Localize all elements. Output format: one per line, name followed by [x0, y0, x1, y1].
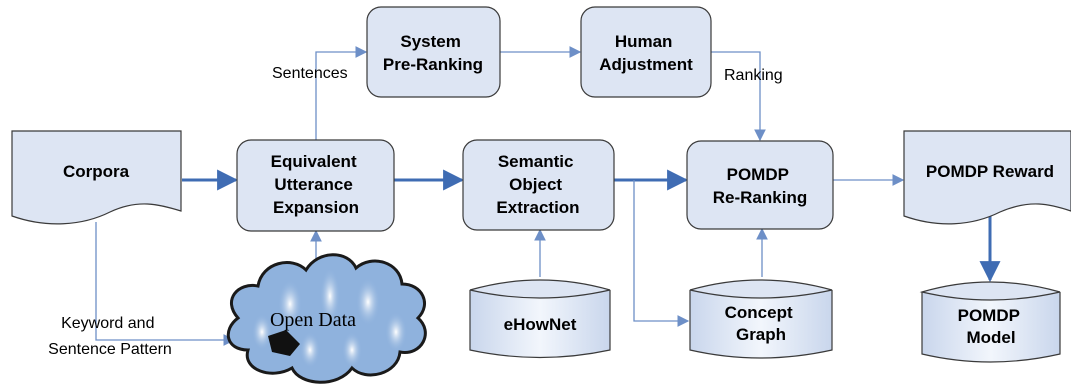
label-ranking: Ranking: [724, 67, 783, 84]
pomdp-reranking-box: POMDP Re-Ranking: [686, 140, 834, 230]
human-adjustment-label: Human Adjustment: [599, 32, 693, 74]
equivalent-utterance-expansion-box: Equivalent Utterance Expansion: [236, 139, 395, 232]
pomdp-model-database: POMDP Model: [919, 281, 1061, 363]
ehownet-database: eHowNet: [469, 279, 611, 359]
equivalent-utterance-expansion-label: Equivalent Utterance Expansion: [271, 152, 362, 217]
system-preranking-box: System Pre-Ranking: [366, 6, 501, 98]
semantic-object-extraction-box: Semantic Object Extraction: [462, 139, 615, 231]
concept-graph-label: Concept Graph: [725, 303, 798, 344]
arrow-corpora-to-opendata: [95, 222, 236, 346]
semantic-object-extraction-label: Semantic Object Extraction: [496, 152, 579, 217]
concept-graph-database: Concept Graph: [689, 279, 833, 359]
arrow-adjustment-to-reranking: [711, 51, 766, 142]
pomdp-reward-document: POMDP Reward: [903, 130, 1071, 225]
arrow-expansion-to-preranking: [315, 46, 368, 141]
open-data-label: Open Data: [270, 309, 356, 331]
arrow-extraction-to-graph: [633, 180, 690, 327]
corpora-document: Corpora: [11, 130, 182, 225]
label-keyword: Keyword and Sentence Pattern: [48, 315, 172, 358]
pomdp-reward-label: POMDP Reward: [926, 162, 1054, 181]
pomdp-model-label: POMDP Model: [958, 306, 1025, 347]
human-adjustment-box: Human Adjustment: [580, 6, 712, 98]
label-sentences: Sentences: [272, 65, 348, 82]
corpora-label: Corpora: [63, 162, 130, 181]
pomdp-reranking-label: POMDP Re-Ranking: [713, 165, 807, 207]
open-data-cloud: Open Data: [226, 253, 427, 384]
system-preranking-label: System Pre-Ranking: [383, 32, 483, 74]
ehownet-label: eHowNet: [504, 315, 577, 334]
